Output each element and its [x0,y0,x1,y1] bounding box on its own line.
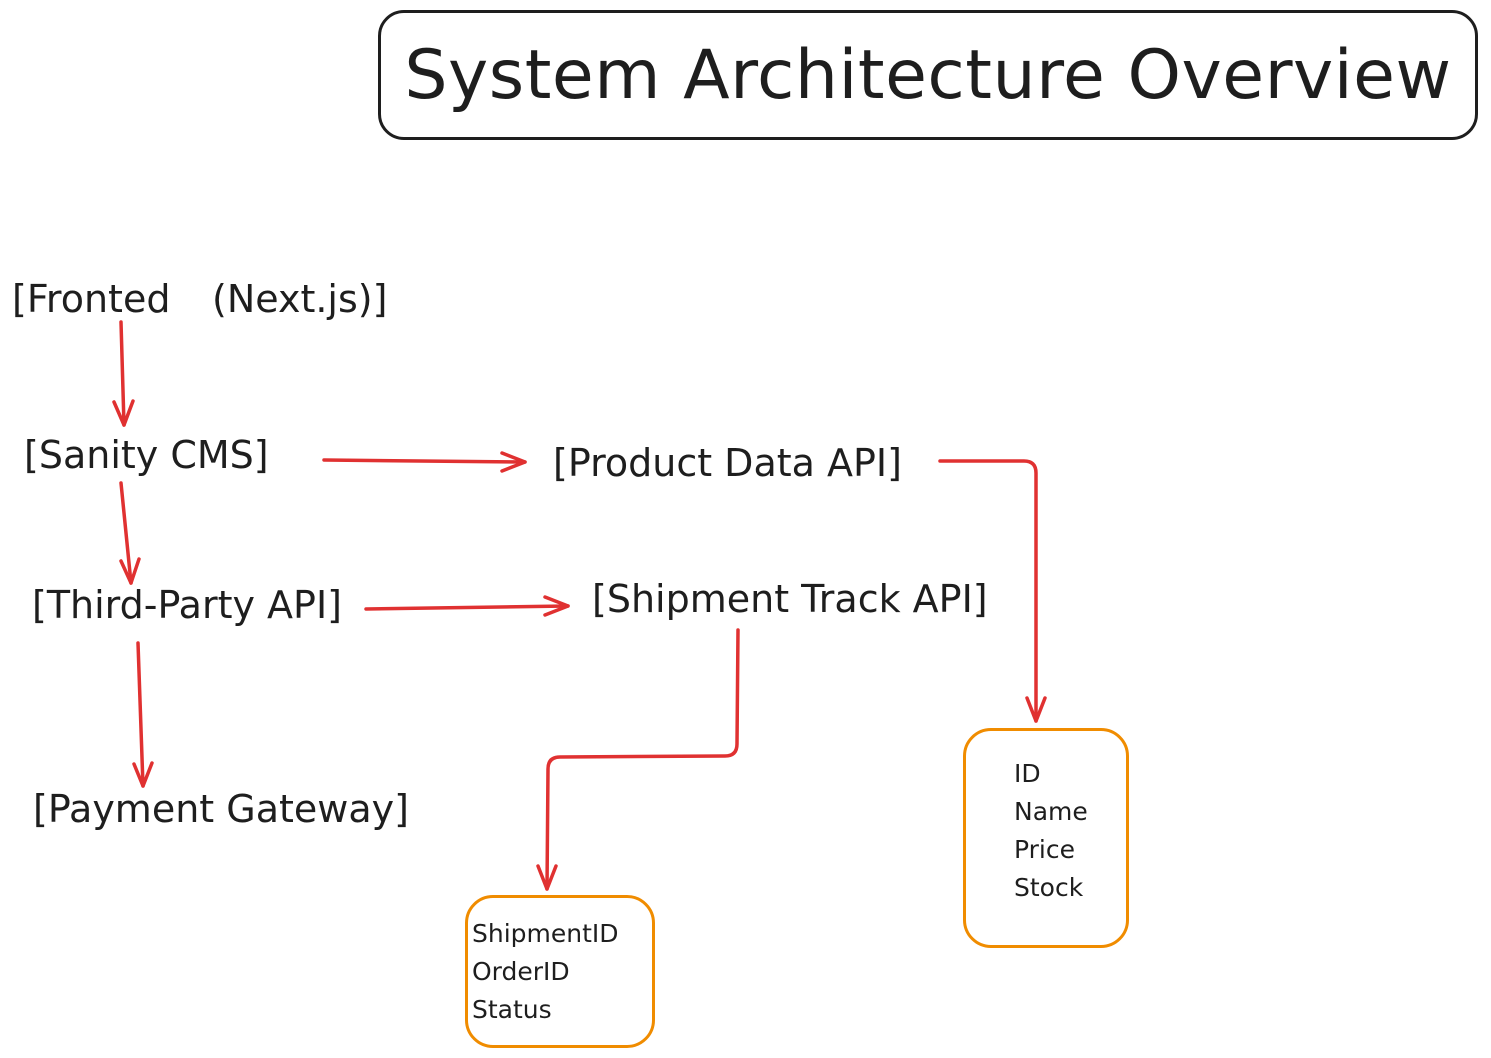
arrow-frontend-to-cms [112,320,135,427]
product-field-price: Price [1014,835,1075,864]
node-product-api-label: [Product Data API] [553,441,902,485]
node-third-party-label: [Third-Party API] [32,583,342,627]
arrow-third-party-to-shipment-api [364,595,570,617]
product-field-name: Name [1014,797,1088,826]
product-field-id: ID [1014,759,1041,788]
node-frontend-framework-label: (Next.js)] [212,277,388,321]
arrow-third-party-to-payment [132,641,154,788]
node-frontend-label: [Fronted [12,277,171,321]
product-schema-box [963,728,1129,948]
title-box: System Architecture Overview [378,10,1478,140]
arrow-product-api-to-schema [938,459,1047,723]
shipment-field-orderid: OrderID [472,957,570,986]
shipment-field-shipmentid: ShipmentID [472,919,619,948]
shipment-field-status: Status [472,995,552,1024]
arrow-cms-to-third-party [119,481,141,585]
diagram-title: System Architecture Overview [404,35,1452,115]
shipment-schema-fields: ShipmentID OrderID Status [472,915,619,1029]
shipment-schema-box [465,895,655,1048]
product-field-stock: Stock [1014,873,1084,902]
arrow-cms-to-product-api [322,451,527,473]
node-payment-label: [Payment Gateway] [33,787,409,831]
product-schema-fields: ID Name Price Stock [1014,755,1088,907]
node-cms-label: [Sanity CMS] [24,433,269,477]
node-shipment-api-label: [Shipment Track API] [592,577,988,621]
arrow-shipment-api-to-schema [536,628,740,891]
